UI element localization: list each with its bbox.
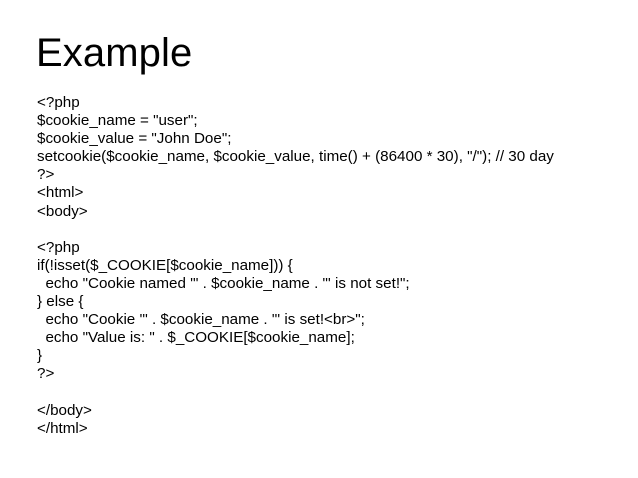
code-line: echo "Cookie '" . $cookie_name . "' is s… xyxy=(37,311,365,329)
code-line-blank xyxy=(37,221,627,239)
code-line: echo "Cookie named '" . $cookie_name . "… xyxy=(37,274,410,292)
code-line-blank xyxy=(37,384,627,402)
code-line: <html> xyxy=(37,184,84,202)
code-line: </body> xyxy=(37,401,92,419)
code-line: $cookie_value = "John Doe"; xyxy=(37,130,232,148)
code-line: } else { xyxy=(37,293,84,311)
code-line: } xyxy=(37,347,43,365)
page-title: Example xyxy=(36,31,193,75)
code-line: <?php xyxy=(37,94,80,111)
code-line: if(!isset($_COOKIE[$cookie_name])) { xyxy=(37,256,293,274)
code-line: echo "Value is: " . $_COOKIE[$cookie_nam… xyxy=(37,329,355,347)
code-line: ?> xyxy=(37,365,55,383)
code-line: setcookie($cookie_name, $cookie_value, t… xyxy=(37,148,554,166)
code-line: <body> xyxy=(37,202,88,220)
code-line: $cookie_name = "user"; xyxy=(37,112,198,130)
code-line: </html> xyxy=(37,419,88,437)
code-block: <?php$cookie_name = "user";$cookie_value… xyxy=(37,94,627,438)
code-line: ?> xyxy=(37,166,55,184)
code-line: <?php xyxy=(37,238,80,256)
